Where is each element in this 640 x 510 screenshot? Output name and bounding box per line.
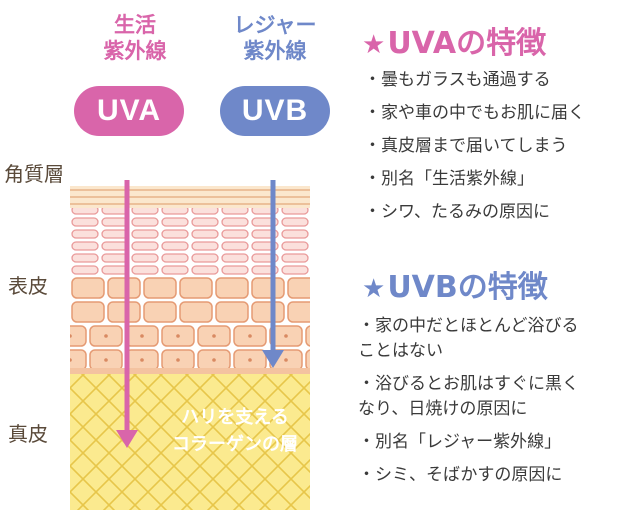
- uva-badge: UVA: [74, 86, 184, 136]
- star-icon: ★: [362, 274, 386, 304]
- uvb-features-title: ★UVBの特徴: [362, 262, 548, 306]
- dermis-layer: [70, 372, 310, 510]
- uvb-features-title-text: UVBの特徴: [387, 270, 548, 305]
- list-item: ・曇もガラスも通過する: [364, 70, 551, 90]
- list-item: ・家の中だとほとんど浴びる ことはない: [358, 316, 579, 361]
- collagen-note: ハリを支える コラーゲンの層: [172, 407, 298, 455]
- uvb-caption: レジャー 紫外線: [233, 13, 317, 63]
- uvb-features-list: ・家の中だとほとんど浴びる ことはない ・浴びるとお肌はすぐに黒く なり、日焼け…: [358, 314, 640, 488]
- dermis-label: 真皮: [8, 422, 48, 446]
- uvb-badge: UVB: [220, 86, 330, 136]
- stratum-label: 角質層: [4, 162, 64, 186]
- list-item: ・浴びるとお肌はすぐに黒く なり、日焼けの原因に: [358, 374, 579, 419]
- uva-features-list: ・曇もガラスも通過する ・家や車の中でもお肌に届く ・真皮層まで届いてしまう ・…: [364, 68, 640, 225]
- skin-diagram: [70, 180, 310, 510]
- granular-layer: [70, 208, 310, 248]
- list-item: ・家や車の中でもお肌に届く: [364, 103, 585, 123]
- epidermis-layer: [70, 276, 310, 324]
- uva-caption: 生活 紫外線: [103, 13, 167, 63]
- epidermis-label: 表皮: [8, 274, 48, 298]
- uva-features-title: ★UVAの特徴: [362, 18, 546, 62]
- star-icon: ★: [362, 30, 386, 60]
- list-item: ・真皮層まで届いてしまう: [364, 136, 568, 156]
- list-item: ・別名「レジャー紫外線」: [358, 432, 562, 452]
- list-item: ・別名「生活紫外線」: [364, 169, 534, 189]
- list-item: ・シワ、たるみの原因に: [364, 202, 550, 222]
- uva-features-title-text: UVAの特徴: [387, 26, 547, 61]
- list-item: ・シミ、そばかすの原因に: [358, 465, 563, 485]
